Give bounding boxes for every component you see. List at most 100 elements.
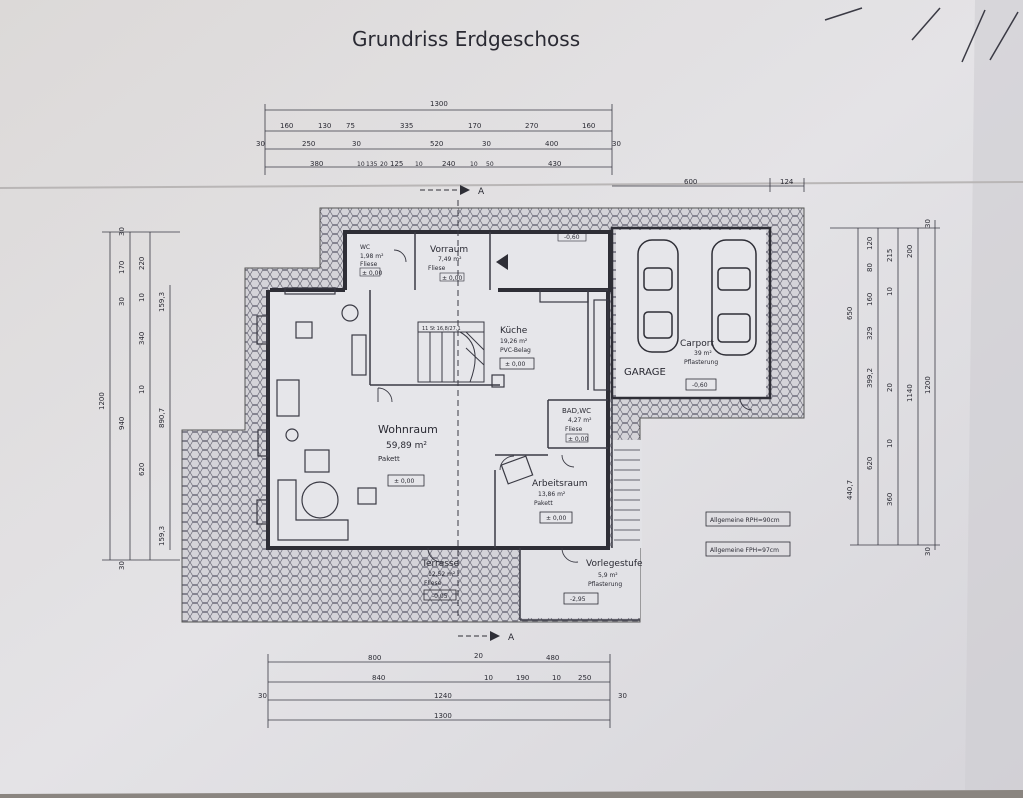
room-terrasse: Terrasse 12,52 m² Fliese -0,05 — [421, 559, 460, 601]
svg-text:400: 400 — [545, 140, 558, 148]
svg-text:Fliese: Fliese — [428, 265, 446, 272]
svg-text:10: 10 — [138, 293, 146, 302]
svg-text:Vorlegestufe: Vorlegestufe — [586, 559, 643, 569]
svg-text:± 0,00: ± 0,00 — [442, 275, 462, 282]
svg-text:10: 10 — [415, 161, 423, 168]
svg-text:Pflasterung: Pflasterung — [588, 581, 622, 588]
room-carport: Carport 39 m² Pflasterung -0,60 — [680, 339, 718, 391]
staircase — [417, 321, 485, 383]
svg-text:20: 20 — [474, 652, 483, 660]
svg-text:Pflasterung: Pflasterung — [684, 359, 718, 366]
svg-text:Allgemeine FPH=97cm: Allgemeine FPH=97cm — [710, 547, 779, 554]
svg-text:329: 329 — [866, 327, 874, 340]
svg-text:620: 620 — [866, 457, 874, 470]
svg-text:135: 135 — [366, 161, 378, 168]
svg-text:340: 340 — [138, 332, 146, 345]
svg-text:125: 125 — [390, 160, 403, 168]
svg-text:170: 170 — [468, 122, 481, 130]
plan-title: Grundriss Erdgeschoss — [352, 27, 580, 51]
svg-text:5,9 m²: 5,9 m² — [598, 572, 618, 579]
svg-text:-2,95: -2,95 — [570, 596, 586, 603]
svg-text:WC: WC — [360, 244, 370, 251]
stair-note: 11 St 16,8/27,1 — [422, 326, 461, 332]
svg-text:1200: 1200 — [98, 392, 106, 410]
svg-text:335: 335 — [400, 122, 413, 130]
svg-text:10: 10 — [138, 385, 146, 394]
svg-text:Fliese: Fliese — [424, 580, 442, 587]
svg-text:Arbeitsraum: Arbeitsraum — [532, 479, 588, 489]
doors — [377, 249, 753, 563]
bottom-dimensions — [267, 654, 611, 728]
svg-text:440,7: 440,7 — [846, 480, 854, 500]
svg-text:160: 160 — [866, 293, 874, 306]
house-interior — [268, 230, 766, 618]
svg-text:30: 30 — [612, 140, 621, 148]
svg-text:250: 250 — [578, 674, 591, 682]
svg-text:1300: 1300 — [434, 712, 452, 720]
svg-text:159,3: 159,3 — [158, 526, 166, 546]
svg-text:30: 30 — [352, 140, 361, 148]
svg-text:Fliese: Fliese — [565, 426, 583, 433]
svg-text:840: 840 — [372, 674, 385, 682]
svg-text:10: 10 — [484, 674, 493, 682]
svg-text:130: 130 — [318, 122, 331, 130]
svg-text:-0,60: -0,60 — [692, 382, 708, 389]
top-dims-row1: 160 130 75 335 170 270 160 — [280, 122, 595, 130]
svg-text:± 0,00: ± 0,00 — [505, 361, 525, 368]
svg-text:270: 270 — [525, 122, 538, 130]
room-arbeitsraum: Arbeitsraum 13,86 m² Pakett ± 0,00 — [532, 479, 588, 524]
section-marker-top: A — [420, 185, 485, 197]
bottom-dims-row3: 30 1240 30 — [258, 692, 627, 700]
svg-text:30: 30 — [924, 219, 932, 228]
svg-text:75: 75 — [346, 122, 355, 130]
left-dimensions — [102, 231, 180, 561]
top-dims-row3: 380 10 135 20 125 10 240 10 50 430 — [310, 160, 561, 168]
svg-text:-0,60: -0,60 — [564, 234, 580, 241]
svg-text:1300: 1300 — [430, 100, 448, 108]
svg-text:7,49 m²: 7,49 m² — [438, 256, 462, 263]
svg-text:215: 215 — [886, 249, 894, 262]
svg-text:Vorraum: Vorraum — [430, 245, 468, 255]
svg-text:Pakett: Pakett — [534, 500, 553, 507]
svg-text:240: 240 — [442, 160, 455, 168]
section-marker-bottom: A — [458, 631, 515, 643]
svg-text:430: 430 — [548, 160, 561, 168]
svg-text:PVC-Belag: PVC-Belag — [500, 347, 531, 354]
svg-text:30: 30 — [256, 140, 265, 148]
svg-text:940: 940 — [118, 417, 126, 430]
svg-text:Küche: Küche — [500, 326, 528, 336]
svg-text:800: 800 — [368, 654, 381, 662]
svg-text:10: 10 — [886, 439, 894, 448]
svg-text:30: 30 — [618, 692, 627, 700]
svg-text:19,26 m²: 19,26 m² — [500, 338, 528, 345]
svg-text:220: 220 — [138, 257, 146, 270]
top-dimensions — [264, 104, 805, 192]
svg-text:Fliese: Fliese — [360, 261, 378, 268]
svg-text:1240: 1240 — [434, 692, 452, 700]
bottom-dims-row2: 840 10 190 10 250 — [372, 674, 591, 682]
svg-text:Terrasse: Terrasse — [421, 559, 460, 569]
svg-text:10: 10 — [886, 287, 894, 296]
svg-text:190: 190 — [516, 674, 529, 682]
svg-text:600: 600 — [684, 178, 697, 186]
svg-text:1140: 1140 — [906, 384, 914, 402]
room-kueche: Küche 19,26 m² PVC-Belag ± 0,00 — [499, 326, 535, 370]
room-wc: WC 1,98 m² Fliese ± 0,00 — [359, 244, 384, 277]
svg-text:20: 20 — [380, 161, 388, 168]
svg-text:13,86 m²: 13,86 m² — [538, 491, 566, 498]
svg-text:160: 160 — [280, 122, 293, 130]
svg-text:124: 124 — [780, 178, 794, 186]
svg-text:Pakett: Pakett — [378, 455, 400, 463]
room-vorraum: Vorraum 7,49 m² Fliese ± 0,00 — [428, 245, 468, 282]
svg-text:159,3: 159,3 — [158, 292, 166, 312]
handwritten-garage-label: GARAGE — [624, 367, 666, 378]
room-wohnraum: Wohnraum 59,89 m² Pakett ± 0,00 — [378, 423, 438, 487]
svg-text:Carport: Carport — [680, 339, 714, 349]
svg-text:30: 30 — [482, 140, 491, 148]
svg-text:A: A — [508, 633, 515, 643]
svg-text:20: 20 — [886, 383, 894, 392]
svg-text:1200: 1200 — [924, 376, 932, 394]
top-dims-row2: 30 250 30 520 30 400 30 — [256, 140, 621, 148]
